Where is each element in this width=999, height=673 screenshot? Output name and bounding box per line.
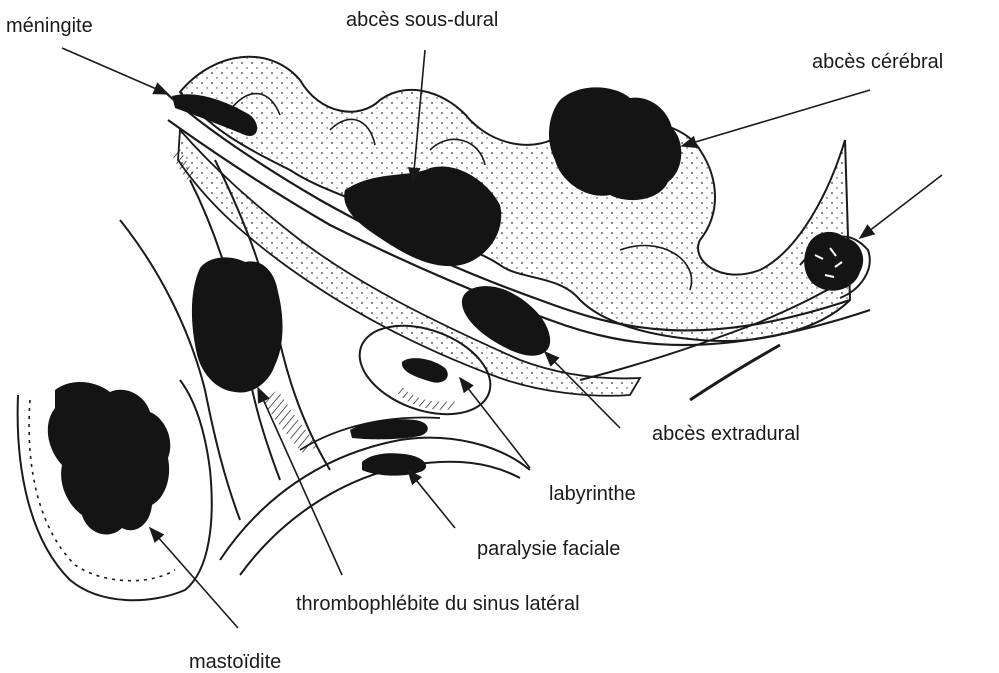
thrombophlebite-leader [258, 388, 342, 575]
label-abces-cerebral: abcès cérébral [812, 52, 943, 72]
label-mastoidite: mastoïdite [189, 652, 281, 672]
label-abces-sous-dural: abcès sous-dural [346, 10, 498, 30]
cerebellar-leader [860, 175, 942, 238]
mastoidite-leader [150, 528, 238, 628]
subdural-abscess [344, 166, 501, 266]
label-labyrinthe: labyrinthe [549, 484, 636, 504]
facial-nerve-lesion [350, 419, 428, 439]
lateral-sinus-thrombus [192, 257, 283, 392]
label-abces-extradural: abcès extradural [652, 424, 800, 444]
labyrinthe-leader [460, 378, 530, 468]
meningite-leader [62, 48, 168, 94]
cerebellar-abscess [804, 232, 863, 291]
paralysie-faciale-leader [408, 470, 455, 528]
label-paralysie-faciale: paralysie faciale [477, 539, 620, 559]
abces-cerebral-leader [682, 90, 870, 146]
label-thrombophlebite: thrombophlébite du sinus latéral [296, 594, 580, 614]
labyrinth-lesion [402, 358, 448, 382]
facial-paralysis-lesion [362, 453, 426, 475]
label-meningite: méningite [6, 16, 93, 36]
mastoiditis-lesion [48, 382, 170, 535]
